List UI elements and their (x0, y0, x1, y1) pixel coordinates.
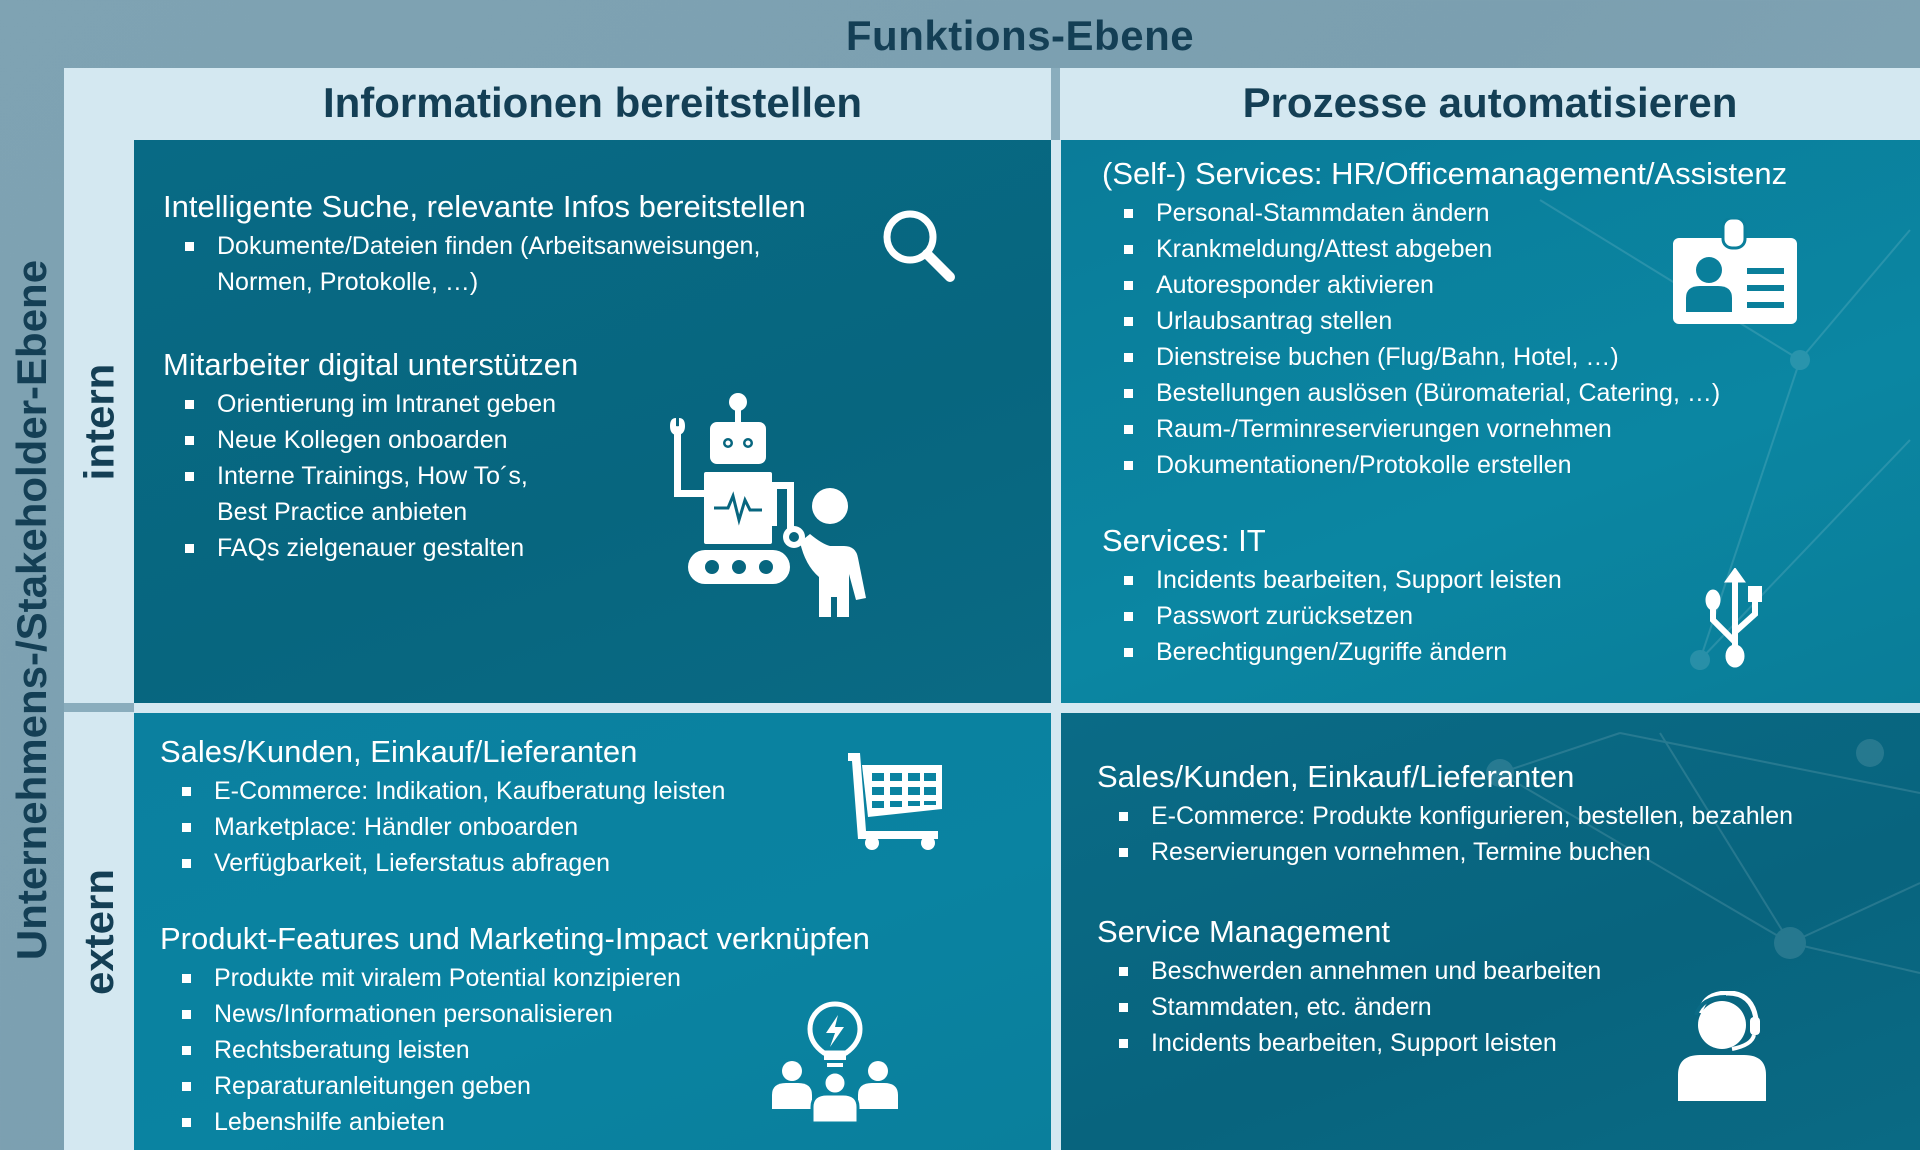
list-item: Neue Kollegen onboarden (185, 422, 578, 458)
list-item: Orientierung im Intranet geben (185, 386, 578, 422)
group-employee-support: Mitarbeiter digital unterstützen Orienti… (163, 346, 578, 566)
row-label-extern: extern (64, 713, 134, 1150)
list-item: Beschwerden annehmen und bearbeiten (1119, 953, 1601, 989)
list-item: Produkte mit viralem Potential konzipier… (182, 960, 870, 996)
list-item: Raum-/Terminreservierungen vornehmen (1124, 411, 1787, 447)
group-title: Services: IT (1102, 523, 1266, 558)
list-item: Lebenshilfe anbieten (182, 1104, 870, 1140)
row-divider (64, 703, 134, 712)
list-item: Incidents bearbeiten, Support leisten (1119, 1025, 1601, 1061)
list-item: Urlaubsantrag stellen (1124, 303, 1787, 339)
headset-agent-icon (1678, 991, 1770, 1101)
list-item: FAQs zielgenauer gestalten (185, 530, 578, 566)
page-title: Funktions-Ebene (845, 12, 1195, 59)
group-sales-info: Sales/Kunden, Einkauf/Lieferanten E-Comm… (160, 733, 725, 881)
list-item: Personal-Stammdaten ändern (1124, 195, 1787, 231)
group-title: Intelligente Suche, relevante Infos bere… (163, 189, 806, 224)
search-icon (878, 205, 958, 285)
list-item: Dokumentationen/Protokolle erstellen (1124, 447, 1787, 483)
list-item: Stammdaten, etc. ändern (1119, 989, 1601, 1025)
list-item: Interne Trainings, How To´s, (185, 458, 578, 494)
list-item: Bestellungen auslösen (Büromaterial, Cat… (1124, 375, 1787, 411)
list-item: Berechtigungen/Zugriffe ändern (1124, 634, 1562, 670)
cell-extern-information: Sales/Kunden, Einkauf/Lieferanten E-Comm… (134, 713, 1051, 1150)
list-item: Verfügbarkeit, Lieferstatus abfragen (182, 845, 725, 881)
group-self-services: (Self-) Services: HR/Officemanagement/As… (1102, 155, 1787, 483)
column-header-info: Informationen bereitstellen (134, 68, 1051, 138)
group-product-marketing: Produkt-Features und Marketing-Impact ve… (160, 920, 870, 1140)
row-label-intern: intern (64, 140, 134, 703)
side-axis-title: Unternehmens-/Stakeholder-Ebene (8, 259, 56, 961)
list-item: Passwort zurücksetzen (1124, 598, 1562, 634)
list-item: Dokumente/Dateien finden (Arbeitsanweisu… (185, 228, 806, 264)
group-title: Produkt-Features und Marketing-Impact ve… (160, 921, 870, 956)
group-sales-process: Sales/Kunden, Einkauf/Lieferanten E-Comm… (1097, 758, 1793, 870)
group-title: Service Management (1097, 914, 1390, 949)
list-item: News/Informationen personalisieren (182, 996, 870, 1032)
group-intelligent-search: Intelligente Suche, relevante Infos bere… (163, 188, 806, 300)
cell-intern-process: (Self-) Services: HR/Officemanagement/As… (1061, 140, 1920, 703)
column-header-process: Prozesse automatisieren (1060, 68, 1920, 138)
group-it-services: Services: IT Incidents bearbeiten, Suppo… (1102, 522, 1562, 670)
cell-intern-information: Intelligente Suche, relevante Infos bere… (134, 140, 1051, 703)
list-item: Rechtsberatung leisten (182, 1032, 870, 1068)
list-item: E-Commerce: Produkte konfigurieren, best… (1119, 798, 1793, 834)
idea-team-icon (772, 997, 898, 1123)
row-label-intern-text: intern (75, 363, 123, 480)
list-item: Autoresponder aktivieren (1124, 267, 1787, 303)
list-item: Incidents bearbeiten, Support leisten (1124, 562, 1562, 598)
list-item: Dienstreise buchen (Flug/Bahn, Hotel, …) (1124, 339, 1787, 375)
list-item-continuation: Best Practice anbieten (217, 498, 468, 526)
list-item: Krankmeldung/Attest abgeben (1124, 231, 1787, 267)
group-title: Mitarbeiter digital unterstützen (163, 347, 579, 382)
group-title: Sales/Kunden, Einkauf/Lieferanten (160, 734, 638, 769)
usb-icon (1703, 568, 1767, 668)
list-item: Reparaturanleitungen geben (182, 1068, 870, 1104)
shopping-cart-icon (848, 751, 942, 851)
list-item: Marketplace: Händler onboarden (182, 809, 725, 845)
robot-assistant-icon (670, 392, 870, 617)
group-service-management: Service Management Beschwerden annehmen … (1097, 913, 1601, 1061)
group-title: (Self-) Services: HR/Officemanagement/As… (1102, 156, 1788, 191)
row-label-extern-text: extern (75, 868, 122, 995)
list-item-continuation: Normen, Protokolle, …) (217, 268, 479, 296)
cell-extern-process: Sales/Kunden, Einkauf/Lieferanten E-Comm… (1061, 713, 1920, 1150)
network-background-decoration (1486, 732, 1920, 974)
side-axis: Unternehmens-/Stakeholder-Ebene (0, 70, 64, 1150)
list-item: E-Commerce: Indikation, Kaufberatung lei… (182, 773, 725, 809)
list-item: Reservierungen vornehmen, Termine buchen (1119, 834, 1793, 870)
column-divider (1051, 68, 1060, 140)
group-title: Sales/Kunden, Einkauf/Lieferanten (1097, 759, 1575, 794)
id-badge-icon (1673, 218, 1799, 324)
